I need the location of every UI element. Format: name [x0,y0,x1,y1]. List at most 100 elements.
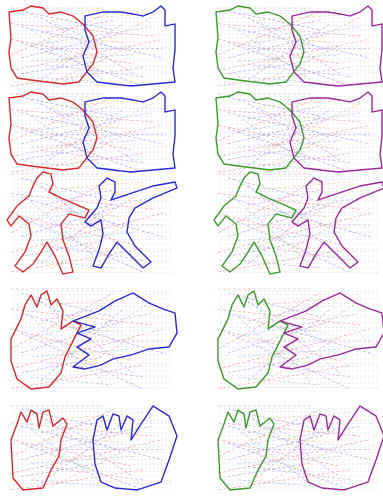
rabbit-pair-correspondence [3,2,179,92]
hatching-line [13,123,171,124]
hatching-line [13,144,171,145]
hatching-line [220,354,378,355]
hatching-line [13,135,171,136]
rabbit-pair-correspondence [3,88,179,178]
hatching-line [220,215,378,216]
hatching-line [13,291,171,292]
hatching-line [220,408,378,409]
correspondence-line [228,27,370,58]
hatching-line [13,147,171,148]
hatching-line [13,96,171,97]
panel-row1-left [3,2,179,92]
hatching-line [13,294,171,295]
source-contour [218,410,274,490]
hatching-line [220,468,378,469]
hatching-line [13,203,171,204]
hatching-line [13,132,171,133]
correspondence-line [258,221,340,268]
rabbit-pair-correspondence [210,2,383,92]
correspondence-line [218,125,340,150]
hatching-line [13,354,171,355]
hatching-line [13,351,171,352]
panel-row5-left [3,400,179,496]
hatching-line [13,272,171,273]
target-contour [93,406,177,490]
hatching-line [13,58,171,59]
hatching-line [13,420,171,421]
panel-row4-right [210,283,383,395]
hatching-line [13,37,171,38]
correspondence-line [11,440,133,467]
hatching-line [13,378,171,379]
correspondence-line [228,198,370,237]
panel-row2-right [210,88,383,178]
hatching-line [13,176,171,177]
hatching-line [220,159,378,160]
panel-row3-left [3,168,179,278]
hatching-line [13,239,171,240]
hatching-line [13,227,171,228]
hatching-line [220,176,378,177]
target-contour [73,293,177,369]
hatching-line [220,291,378,292]
hatching-line [13,73,171,74]
hatching-line [220,191,378,192]
correspondence-line [11,97,113,141]
correspondence-line [218,440,340,467]
correspondence-line [248,110,330,166]
correspondence-line [21,198,163,237]
hatching-line [220,315,378,316]
human-pair-correspondence [210,168,383,278]
hatching-line [220,10,378,11]
correspondence-line [21,433,123,460]
correspondence-line [218,409,320,456]
hatching-line [220,432,378,433]
hatching-line [220,342,378,343]
hatching-line [13,215,171,216]
hatching-line [220,411,378,412]
hatching-line [220,22,378,23]
hatching-line [13,447,171,448]
hatching-line [220,239,378,240]
hatching-line [220,272,378,273]
correspondence-line [21,426,163,460]
hatching-line [13,456,171,457]
hatching-line [13,61,171,62]
hatching-line [13,108,171,109]
hand-pair-correspondence [210,400,383,496]
hatching-line [220,147,378,148]
correspondence-line [258,100,350,106]
hatching-line [13,46,171,47]
hatching-line [13,251,171,252]
rabbit-pair-correspondence [210,88,383,178]
hatching-line [220,61,378,62]
hatching-line [13,315,171,316]
correspondence-line [228,293,320,317]
hatching-line [220,251,378,252]
hatching-line [220,203,378,204]
hatching-line [13,159,171,160]
correspondence-line [248,309,330,381]
correspondence-line [11,11,113,55]
hatching-line [13,411,171,412]
correspondence-line [41,309,123,381]
correspondence-line [41,423,123,483]
correspondence-line [51,221,133,268]
panel-row2-left [3,88,179,178]
hatching-line [13,10,171,11]
correspondence-line [11,409,113,456]
hatching-line [220,483,378,484]
panel-row3-right [210,168,383,278]
hatching-line [220,447,378,448]
hatching-line [13,330,171,331]
hand-pair-correspondence [3,283,179,395]
hatching-line [13,303,171,304]
correspondence-line [21,463,103,476]
hatching-line [220,73,378,74]
hatching-line [220,303,378,304]
hatching-line [13,408,171,409]
hatching-line [220,330,378,331]
hatching-line [13,22,171,23]
correspondence-line [41,186,133,257]
hatching-line [13,444,171,445]
